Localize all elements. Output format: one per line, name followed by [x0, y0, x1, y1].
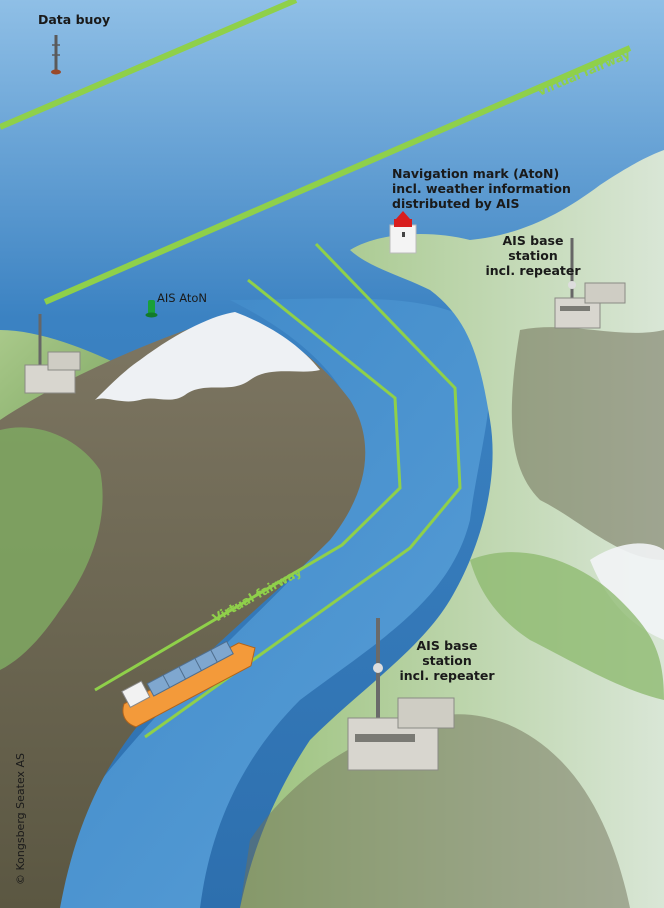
river-fairway-left: [94, 278, 402, 692]
copyright-text: © Kongsberg Seatex AS: [14, 752, 27, 885]
aton-buoy-icon: [145, 300, 158, 318]
river-fairway-right: [144, 242, 462, 739]
right-dark-slopes: [511, 327, 664, 560]
base-station-bottom-line2: incl. repeater: [399, 668, 495, 683]
base-station-bottom-label: AIS base station incl. repeater: [392, 638, 502, 683]
base-station-icon-top: [554, 238, 626, 329]
fairway-line-lower: [43, 45, 632, 305]
nav-mark-line1: Navigation mark (AtoN): [392, 166, 560, 181]
lighthouse-icon: [389, 211, 417, 254]
nav-mark-line2: incl. weather information: [392, 181, 571, 196]
base-station-icon-bottom: [347, 618, 455, 771]
base-station-bottom-line1: AIS base station: [416, 638, 478, 668]
data-buoy-label: Data buoy: [38, 12, 111, 27]
base-station-top-line1: AIS base station: [502, 233, 564, 263]
base-station-top-line2: incl. repeater: [485, 263, 581, 278]
mountain-snow: [95, 312, 320, 402]
fairway-line-upper: [0, 0, 298, 130]
right-lower-dark: [240, 714, 630, 908]
ship-icon: [121, 640, 256, 728]
buoy-icon: [51, 35, 61, 75]
base-station-top-label: AIS base station incl. repeater: [478, 233, 588, 278]
fjord-river: [20, 298, 491, 908]
right-green-hill: [470, 552, 664, 700]
right-snow-patch: [590, 543, 664, 640]
mountain-green-slope: [0, 427, 103, 670]
nav-mark-line3: distributed by AIS: [392, 196, 520, 211]
base-station-icon-left: [24, 314, 81, 394]
nav-mark-label: Navigation mark (AtoN) incl. weather inf…: [392, 166, 571, 211]
ais-aton-label: AIS AtoN: [157, 291, 208, 305]
